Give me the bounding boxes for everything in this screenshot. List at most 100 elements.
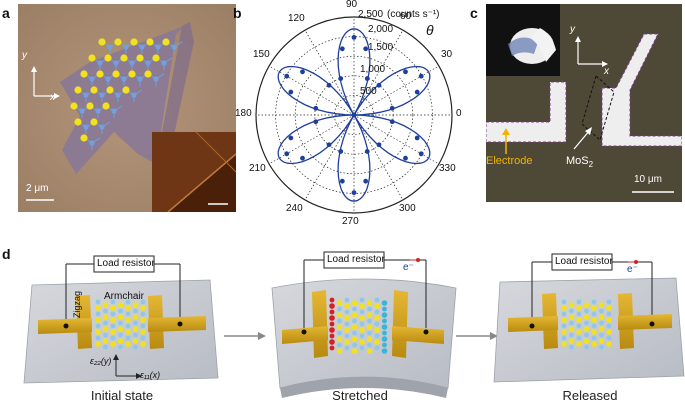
lattice-atom <box>110 311 116 317</box>
molybdenum-atom <box>153 76 159 82</box>
lattice-atom <box>359 345 365 351</box>
lattice-atom <box>110 335 116 341</box>
sulfur-atom <box>98 38 106 46</box>
lattice-atom <box>599 308 604 314</box>
lattice-atom <box>374 303 380 309</box>
sulfur-atom <box>80 70 88 78</box>
lattice-atom <box>359 327 365 333</box>
lattice-atom <box>344 303 350 309</box>
lattice-atom <box>576 329 582 335</box>
lattice-atom <box>95 323 101 329</box>
lattice-atom <box>351 312 358 318</box>
polar-data-point <box>338 149 344 154</box>
lattice-atom <box>591 305 597 311</box>
lattice-atom <box>110 299 116 305</box>
lattice-atom <box>125 335 131 341</box>
lattice-atom <box>140 323 146 329</box>
molybdenum-atom <box>97 60 103 66</box>
lattice-atom <box>606 323 612 329</box>
polar-data-point <box>313 119 319 125</box>
lattice-atom <box>569 320 574 326</box>
lattice-atom <box>366 336 373 342</box>
radial-tick-500: 500 <box>360 86 377 97</box>
lattice-atom <box>132 338 139 344</box>
scale-bar-label: 2 μm <box>26 183 49 194</box>
polar-data-point <box>326 82 332 88</box>
lattice-atom <box>337 306 342 312</box>
lattice-atom <box>117 302 124 308</box>
lattice-atom <box>329 309 335 315</box>
lattice-atom <box>367 318 372 324</box>
lattice-atom <box>336 336 343 342</box>
theta-symbol: θ <box>426 22 434 38</box>
lattice-atom <box>569 308 574 314</box>
device-schematic <box>23 251 685 398</box>
lattice-atom <box>568 326 575 332</box>
radial-tick-1000: 1,000 <box>360 64 386 75</box>
lattice-atom <box>140 335 146 341</box>
lattice-atom <box>125 323 131 329</box>
molybdenum-atom <box>99 124 105 130</box>
molybdenum-atom <box>145 60 151 66</box>
panel-letter-b: b <box>233 5 242 21</box>
lattice-atom <box>561 299 567 305</box>
lattice-atom <box>366 348 373 354</box>
sulfur-atom <box>90 118 98 126</box>
lattice-atom <box>359 339 365 345</box>
lattice-atom <box>140 311 146 317</box>
device-initial <box>23 255 219 384</box>
sulfur-atom <box>74 118 82 126</box>
lattice-atom <box>606 335 612 341</box>
molybdenum-atom <box>89 140 95 146</box>
lattice-atom <box>591 311 597 317</box>
sulfur-atom <box>102 102 110 110</box>
lattice-atom <box>359 315 365 321</box>
lattice-atom <box>576 335 582 341</box>
lattice-atom <box>367 342 372 348</box>
state-caption-released: Released <box>562 388 618 403</box>
lattice-atom <box>133 308 138 314</box>
radial-tick-2500: 2,500 <box>358 9 384 20</box>
polar-data-point <box>364 76 370 81</box>
lattice-atom <box>561 329 567 335</box>
panel-letter-a: a <box>2 5 10 21</box>
sulfur-atom <box>144 70 152 78</box>
sulfur-atom <box>88 54 96 62</box>
load-resistor-label-2: Load resistor <box>327 254 385 265</box>
lattice-atom <box>329 303 335 309</box>
lattice-atom <box>576 299 582 305</box>
lattice-atom <box>337 330 342 336</box>
lattice-atom <box>584 308 589 314</box>
lattice-atom <box>351 336 358 342</box>
lattice-atom <box>344 333 350 339</box>
molybdenum-atom <box>105 76 111 82</box>
molybdenum-atom <box>113 60 119 66</box>
lattice-atom <box>336 300 343 306</box>
lattice-atom <box>606 299 612 305</box>
molybdenum-atom <box>155 44 161 50</box>
lattice-atom <box>344 309 350 315</box>
lattice-atom <box>583 302 590 308</box>
sulfur-atom <box>96 70 104 78</box>
lattice-atom <box>110 329 116 335</box>
lattice-atom <box>382 318 387 324</box>
lattice-atom <box>367 306 372 312</box>
lattice-atom <box>329 315 335 321</box>
sulfur-atom <box>122 86 130 94</box>
angle-label-270: 270 <box>342 216 359 227</box>
lattice-atom <box>118 308 123 314</box>
molybdenum-atom <box>111 108 117 114</box>
lattice-atom <box>599 344 604 350</box>
lattice-atom <box>382 306 387 312</box>
lattice-atom <box>132 326 139 332</box>
lattice-atom <box>344 315 350 321</box>
sulfur-atom <box>70 102 78 110</box>
polar-data-point <box>403 69 408 75</box>
scale-bar-label: 10 μm <box>634 174 662 185</box>
polar-plot <box>255 16 453 214</box>
lattice-atom <box>95 299 101 305</box>
lattice-atom <box>599 332 604 338</box>
sulfur-atom <box>136 54 144 62</box>
lattice-atom <box>102 314 109 320</box>
molybdenum-atom <box>139 44 145 50</box>
